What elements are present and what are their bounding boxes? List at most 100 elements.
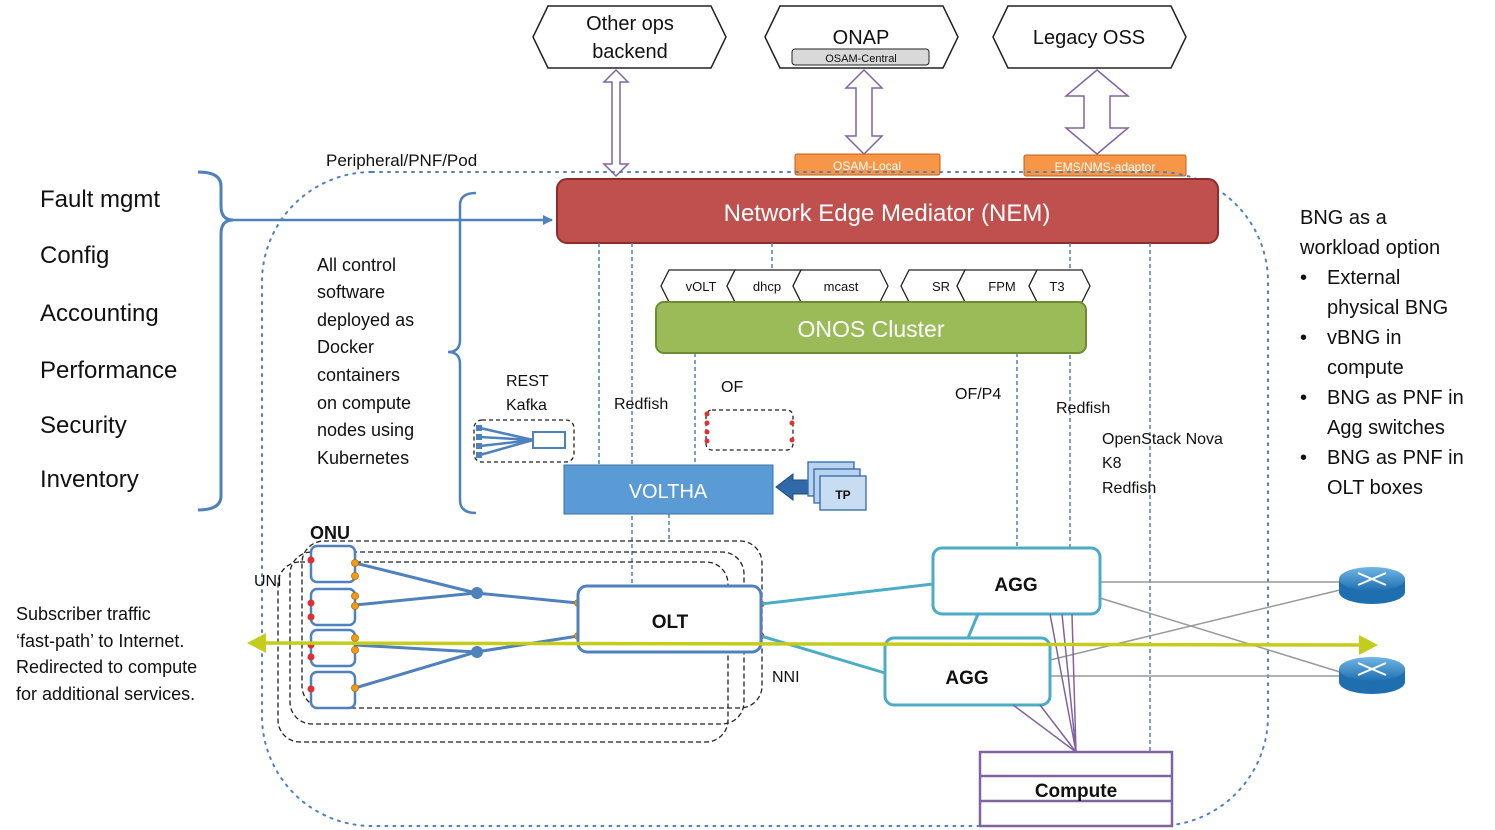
svg-text:physical BNG: physical BNG <box>1327 297 1448 319</box>
of-label: OF <box>721 379 743 396</box>
rest-label: REST <box>506 373 549 390</box>
svg-text:Subscriber traffic: Subscriber traffic <box>16 604 151 624</box>
openstack-label-3: Redfish <box>1102 480 1156 497</box>
app-volt: vOLT <box>686 279 717 294</box>
svg-text:•: • <box>1300 327 1307 349</box>
tp-label: TP <box>835 488 850 502</box>
app-t3: T3 <box>1049 279 1064 294</box>
agg-top-label: AGG <box>994 575 1037 596</box>
ems-nms-adaptor: EMS/NMS-adaptor <box>1023 154 1187 177</box>
redfish-left-label: Redfish <box>614 396 668 413</box>
svg-text:•: • <box>1300 447 1307 469</box>
olt-label: OLT <box>652 612 689 633</box>
compute-links <box>1012 613 1077 753</box>
svg-text:Kubernetes: Kubernetes <box>317 448 409 468</box>
osam-local-label: OSAM-Local <box>833 159 901 173</box>
agg-interconnect <box>966 613 980 639</box>
redfish-right-label: Redfish <box>1056 400 1110 417</box>
svg-text:for additional services.: for additional services. <box>16 684 195 704</box>
tp-arrow <box>775 472 809 502</box>
svg-text:‘fast-path’ to Internet.: ‘fast-path’ to Internet. <box>16 631 184 651</box>
nni-label: NNI <box>772 669 800 686</box>
bng-title-1: BNG as a <box>1300 207 1388 229</box>
legacy-oss-label: Legacy OSS <box>1033 27 1145 49</box>
fcaps-inventory: Inventory <box>40 466 139 493</box>
legacy-oss-arrow <box>1063 69 1131 155</box>
openstack-label-2: K8 <box>1102 455 1122 472</box>
openstack-label-1: OpenStack Nova <box>1102 431 1223 448</box>
pod-boundary <box>261 171 1269 827</box>
svg-text:BNG as PNF in: BNG as PNF in <box>1327 447 1464 469</box>
svg-text:OLT boxes: OLT boxes <box>1327 477 1423 499</box>
tp-stack: TP <box>807 461 867 511</box>
of-p4-label: OF/P4 <box>955 386 1001 403</box>
onos-apps-right <box>900 269 1091 303</box>
app-mcast: mcast <box>824 279 859 294</box>
of-agent-icon <box>704 409 795 451</box>
other-ops-label-2: backend <box>592 41 668 63</box>
onu-label: ONU <box>310 523 350 543</box>
pon-splitter-links <box>354 561 579 690</box>
control-software-text: All control software deployed as Docker … <box>317 255 414 468</box>
onu-devices <box>309 544 357 710</box>
legacy-oss-backend: Legacy OSS <box>992 5 1187 69</box>
other-ops-label-1: Other ops <box>586 13 674 35</box>
onap-arrow <box>844 68 884 156</box>
agg-bottom-label: AGG <box>945 668 988 689</box>
fcaps-accounting: Accounting <box>40 300 159 327</box>
agg-bottom-box: AGG <box>883 636 1052 707</box>
other-ops-backend: Other ops backend <box>532 5 727 69</box>
onap-backend: ONAP OSAM-Central <box>764 5 959 69</box>
fcaps-security: Security <box>40 412 127 439</box>
compute-label: Compute <box>1035 781 1117 802</box>
svg-text:Docker: Docker <box>317 337 374 357</box>
app-sr: SR <box>932 279 950 294</box>
fcaps-fault: Fault mgmt <box>40 186 160 213</box>
pod-label: Peripheral/PNF/Pod <box>326 151 477 170</box>
nem-label: Network Edge Mediator (NEM) <box>724 200 1051 227</box>
svg-text:compute: compute <box>1327 357 1404 379</box>
compute-box: Compute <box>978 750 1174 828</box>
svg-text:All control: All control <box>317 255 396 275</box>
kafka-label: Kafka <box>506 397 547 414</box>
bng-title-2: workload option <box>1299 237 1440 259</box>
agg-uplinks <box>1049 581 1341 677</box>
svg-text:vBNG in: vBNG in <box>1327 327 1401 349</box>
agg-top-box: AGG <box>931 546 1102 616</box>
olt-box: OLT <box>576 584 763 654</box>
subscriber-text: Subscriber traffic ‘fast-path’ to Intern… <box>16 604 197 704</box>
splitters <box>471 587 483 658</box>
fcaps-list: Fault mgmt Config Accounting Performance… <box>40 186 177 493</box>
app-dhcp: dhcp <box>753 279 781 294</box>
onap-label: ONAP <box>833 27 890 49</box>
voltha-label: VOLTHA <box>629 481 708 503</box>
onos-cluster-box: ONOS Cluster <box>655 301 1087 354</box>
svg-text:nodes using: nodes using <box>317 420 414 440</box>
fcaps-brace <box>197 170 234 512</box>
uni-label: UNI <box>254 573 282 590</box>
ems-nms-label: EMS/NMS-adaptor <box>1055 160 1156 174</box>
other-ops-arrow <box>602 68 630 178</box>
voltha-box: VOLTHA <box>563 464 774 515</box>
svg-text:•: • <box>1300 267 1307 289</box>
nni-links <box>760 582 934 675</box>
fcaps-config: Config <box>40 242 109 269</box>
control-brace <box>447 191 477 515</box>
osam-central-label: OSAM-Central <box>825 53 897 65</box>
svg-text:Agg switches: Agg switches <box>1327 417 1445 439</box>
nem-box: Network Edge Mediator (NEM) <box>556 178 1219 244</box>
router-icon <box>1339 567 1405 604</box>
svg-text:Redirected to compute: Redirected to compute <box>16 657 197 677</box>
svg-text:on compute: on compute <box>317 393 411 413</box>
svg-text:software: software <box>317 282 385 302</box>
bng-notes: BNG as a workload option • External phys… <box>1299 207 1464 499</box>
svg-text:External: External <box>1327 267 1400 289</box>
svg-text:•: • <box>1300 387 1307 409</box>
router-icon <box>1339 657 1405 694</box>
kafka-bus-icon <box>473 419 575 463</box>
onos-cluster-label: ONOS Cluster <box>798 316 945 342</box>
svg-text:containers: containers <box>317 365 400 385</box>
app-fpm: FPM <box>988 279 1015 294</box>
fastpath-arrow <box>247 633 1378 655</box>
fcaps-performance: Performance <box>40 357 177 384</box>
